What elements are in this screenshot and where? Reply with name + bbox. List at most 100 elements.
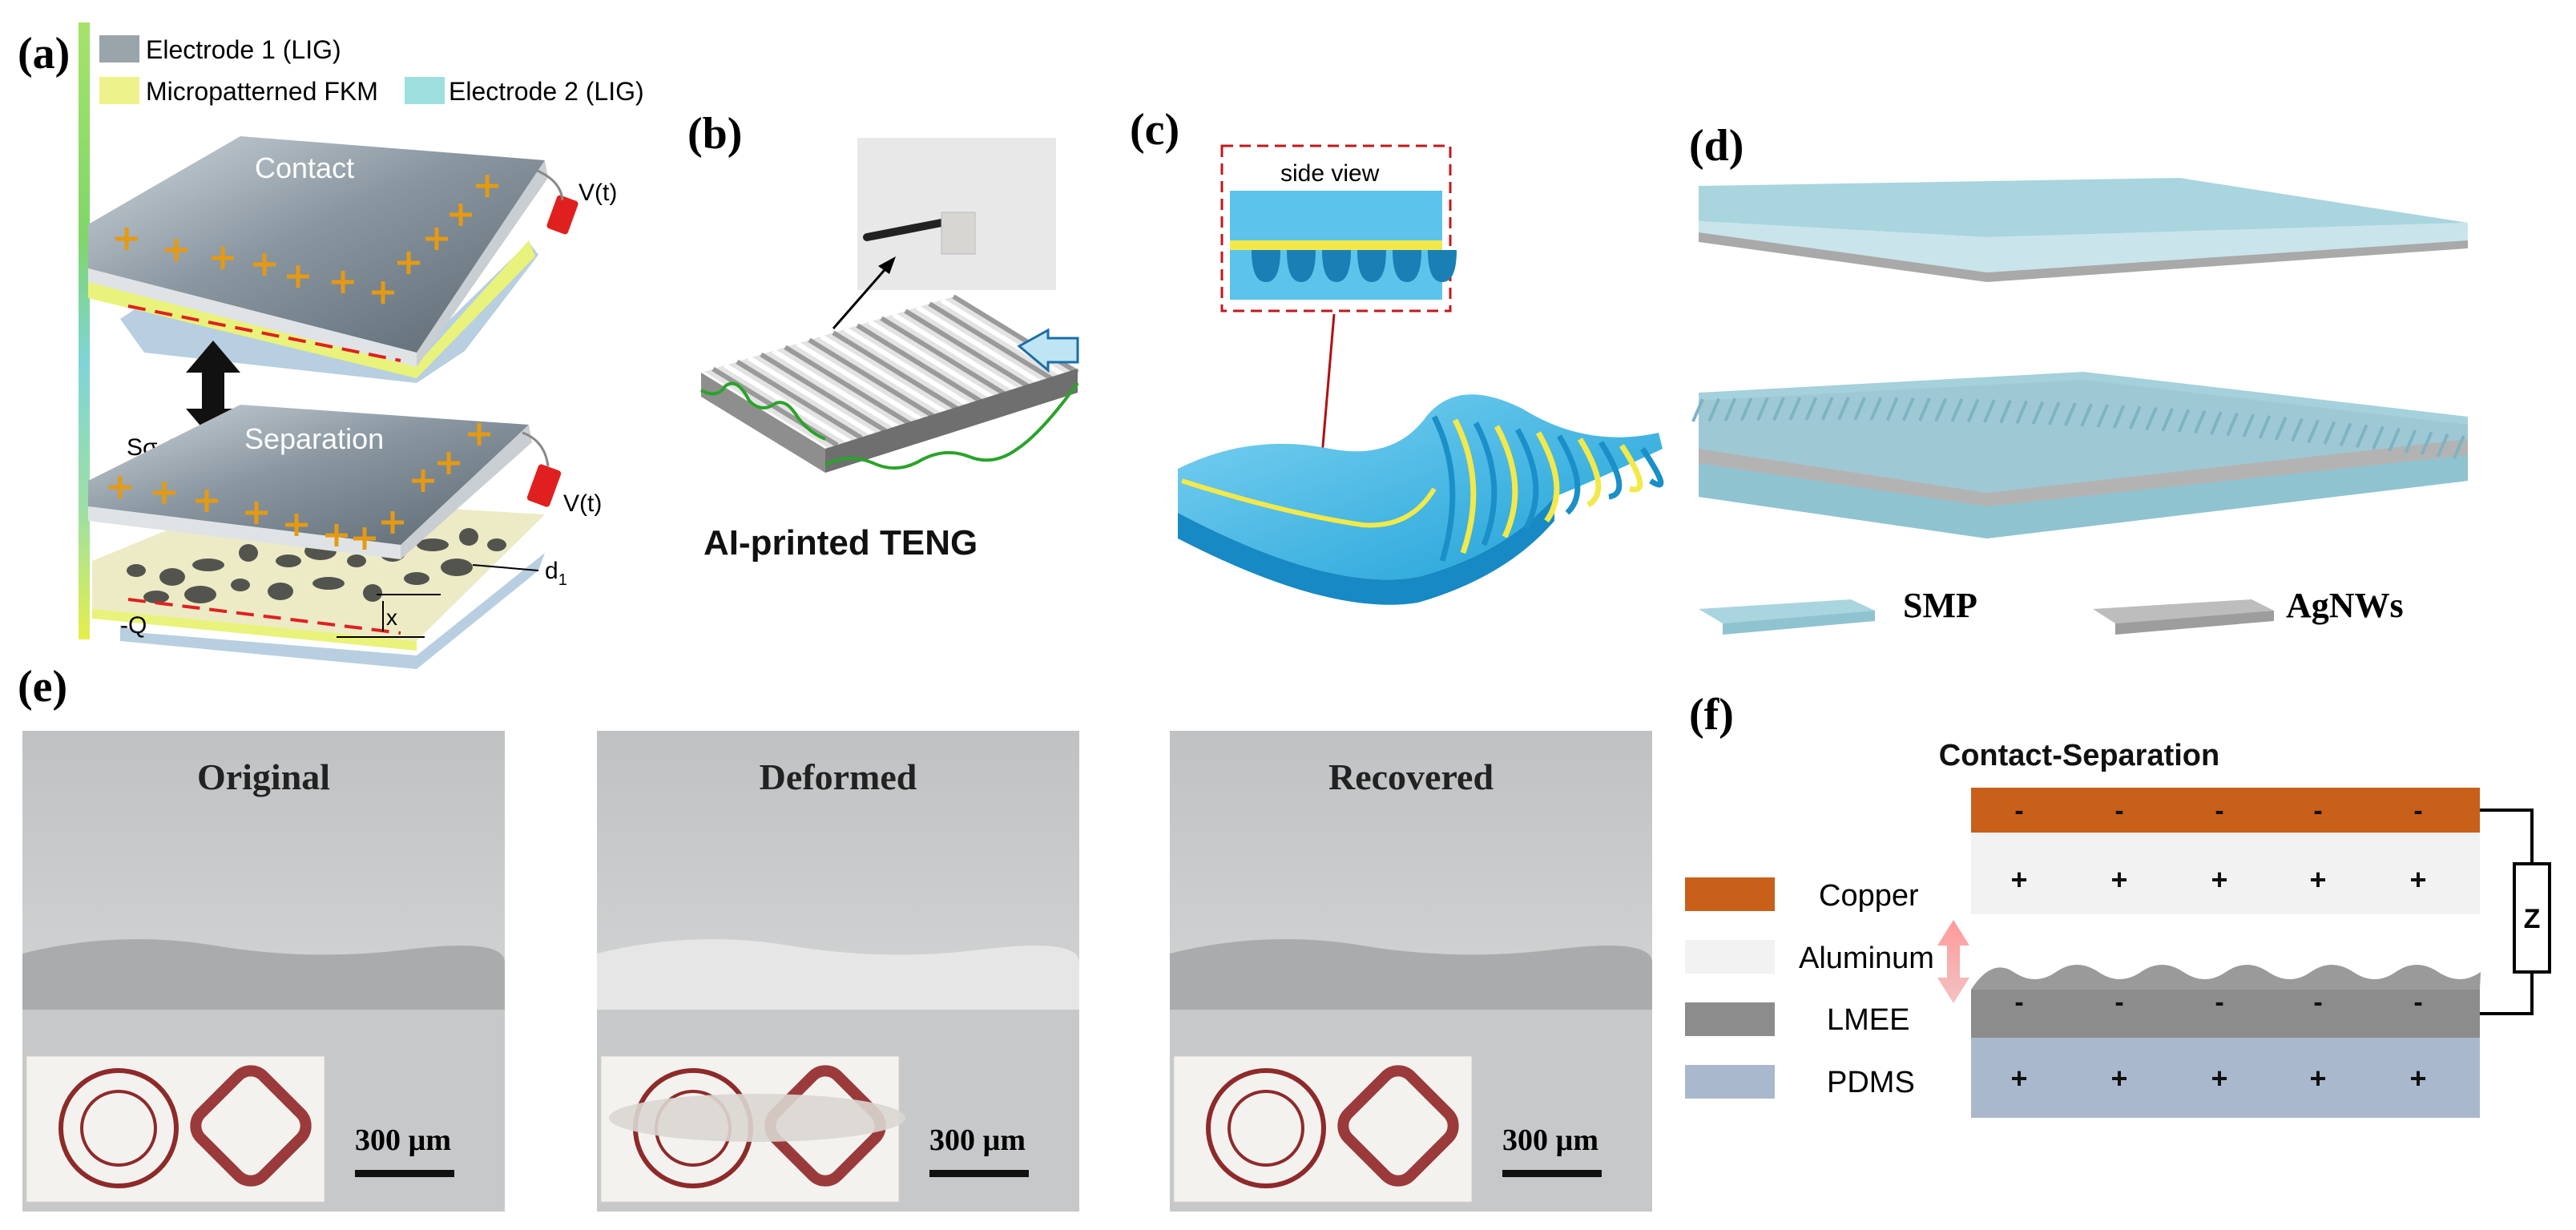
ridge-line xyxy=(784,345,911,425)
smp-ridge xyxy=(1723,397,1737,421)
ridge-line xyxy=(796,341,923,422)
smp-ridge xyxy=(2177,409,2191,433)
upper-agnw-layer xyxy=(1699,232,2468,282)
ridge-line xyxy=(808,337,935,418)
minus-sign: - xyxy=(2215,987,2223,1018)
voltmeter-icon-2 xyxy=(526,464,562,507)
smp-ridge xyxy=(2193,409,2207,434)
plus-charge-icon xyxy=(196,490,218,512)
pointer-head-icon xyxy=(878,256,896,274)
legend-swatch-lmee xyxy=(1685,1002,1775,1036)
panel-a: (a) Electrode 1 (LIG) Micropatterned FKM… xyxy=(18,22,644,669)
sem-title: Original xyxy=(197,756,330,797)
pore-icon xyxy=(231,579,250,591)
negative-charge-line-2 xyxy=(127,598,401,635)
minus-sign: - xyxy=(2413,796,2422,826)
smp-ridge xyxy=(2112,405,2126,429)
minus-sign: - xyxy=(2114,987,2123,1018)
smp-ridge xyxy=(2420,431,2433,455)
pore-icon xyxy=(276,555,301,567)
plus-sign: + xyxy=(2010,1062,2027,1095)
wire-icon-2 xyxy=(522,431,550,467)
plus-sign: + xyxy=(2211,1062,2227,1095)
smp-ridge xyxy=(2047,401,2061,425)
tweezers-icon xyxy=(863,219,945,241)
separation-label: Separation xyxy=(244,422,384,455)
ridge-line xyxy=(892,313,1019,393)
plus-charge-icon xyxy=(372,281,394,304)
panel-b: (b) AI-printed TENG xyxy=(687,109,1079,563)
legend-swatch-smp xyxy=(1699,599,1875,623)
polyu-logo-icon xyxy=(190,1065,312,1187)
legend-swatch-electrode-1 xyxy=(99,35,139,63)
inset-tooth xyxy=(1393,250,1421,282)
scale-bar xyxy=(1502,1170,1602,1177)
rib-icon xyxy=(1473,421,1498,546)
upper-smp-sheet xyxy=(1699,178,2468,237)
rib-icon xyxy=(1640,447,1664,488)
plus-charge-icon xyxy=(437,452,460,474)
rib-icon xyxy=(1494,425,1518,538)
plus-charge-icon xyxy=(153,482,175,504)
panel-d: (d) SMP AgNWs xyxy=(1689,121,2468,635)
smp-ridge xyxy=(1772,397,1785,421)
ridge-line xyxy=(856,323,983,404)
pore-icon xyxy=(347,555,366,567)
wavy-sheet-side xyxy=(1178,497,1554,605)
smp-ridge xyxy=(2355,424,2368,449)
side-view-box xyxy=(1220,144,1452,313)
neg-q-label: -Q xyxy=(120,612,147,639)
plate-edge-2 xyxy=(88,506,401,559)
pore-icon xyxy=(239,544,258,562)
minus-sign: - xyxy=(2215,796,2223,826)
smp-ridge xyxy=(2242,413,2256,438)
voltage-label-bottom: V(t) xyxy=(563,490,602,517)
legend-swatch-electrode-2 xyxy=(405,77,445,104)
smp-ridge xyxy=(1869,397,1883,421)
block-front xyxy=(701,373,825,473)
ridge-line xyxy=(928,301,1055,382)
sem-title: Deformed xyxy=(760,756,917,797)
smp-ridge xyxy=(1918,397,1931,421)
d1-leader xyxy=(472,564,539,571)
minus-sign: - xyxy=(2014,796,2023,826)
legend-swatch-fkm xyxy=(99,77,139,104)
legend-copper-label: Copper xyxy=(1819,879,1919,913)
panel-c: (c) side view xyxy=(1130,105,1664,605)
smp-ridge xyxy=(2031,401,2045,425)
pore-icon xyxy=(363,584,382,602)
panel-f-label: (f) xyxy=(1689,690,1734,740)
input-arrow-icon xyxy=(1017,328,1079,373)
ridge-line xyxy=(880,316,1007,397)
smp-ridge xyxy=(2161,408,2175,432)
smp-ridge xyxy=(2145,406,2158,431)
pointer-arrow-icon xyxy=(832,264,891,329)
plus-charge-icon xyxy=(165,239,187,261)
panel-f: (f) Contact-Separation -+-+-+-+-+-+-+-+-… xyxy=(1685,690,2551,1118)
lower-smp-front xyxy=(1699,455,2468,538)
separation-device: Separation V(t) d1 x xyxy=(88,405,602,669)
legend-smp-label: SMP xyxy=(1903,586,1977,625)
plate-side xyxy=(417,160,548,367)
smp-ridge xyxy=(1885,397,1899,421)
panel-d-label: (d) xyxy=(1689,121,1744,171)
plus-charge-icon xyxy=(212,247,234,269)
ridge-line xyxy=(748,356,875,437)
inset-tooth xyxy=(1357,250,1386,282)
smp-ridge xyxy=(1966,398,1980,423)
smp-ridge xyxy=(1691,398,1704,422)
negative-charge-line xyxy=(127,304,401,362)
folded-ribs xyxy=(1431,415,1664,563)
minus-sign: - xyxy=(2114,796,2123,826)
pore-icon xyxy=(417,538,449,551)
smp-ridge xyxy=(1853,397,1866,421)
plus-charge-icon xyxy=(468,423,490,446)
lmee-bumps xyxy=(1971,965,2481,990)
plus-charge-icon xyxy=(332,271,354,293)
plus-sign: + xyxy=(2309,1062,2326,1095)
rib-icon xyxy=(1598,441,1623,500)
plus-charge-icon xyxy=(381,511,404,534)
plus-charge-icon xyxy=(245,502,268,524)
